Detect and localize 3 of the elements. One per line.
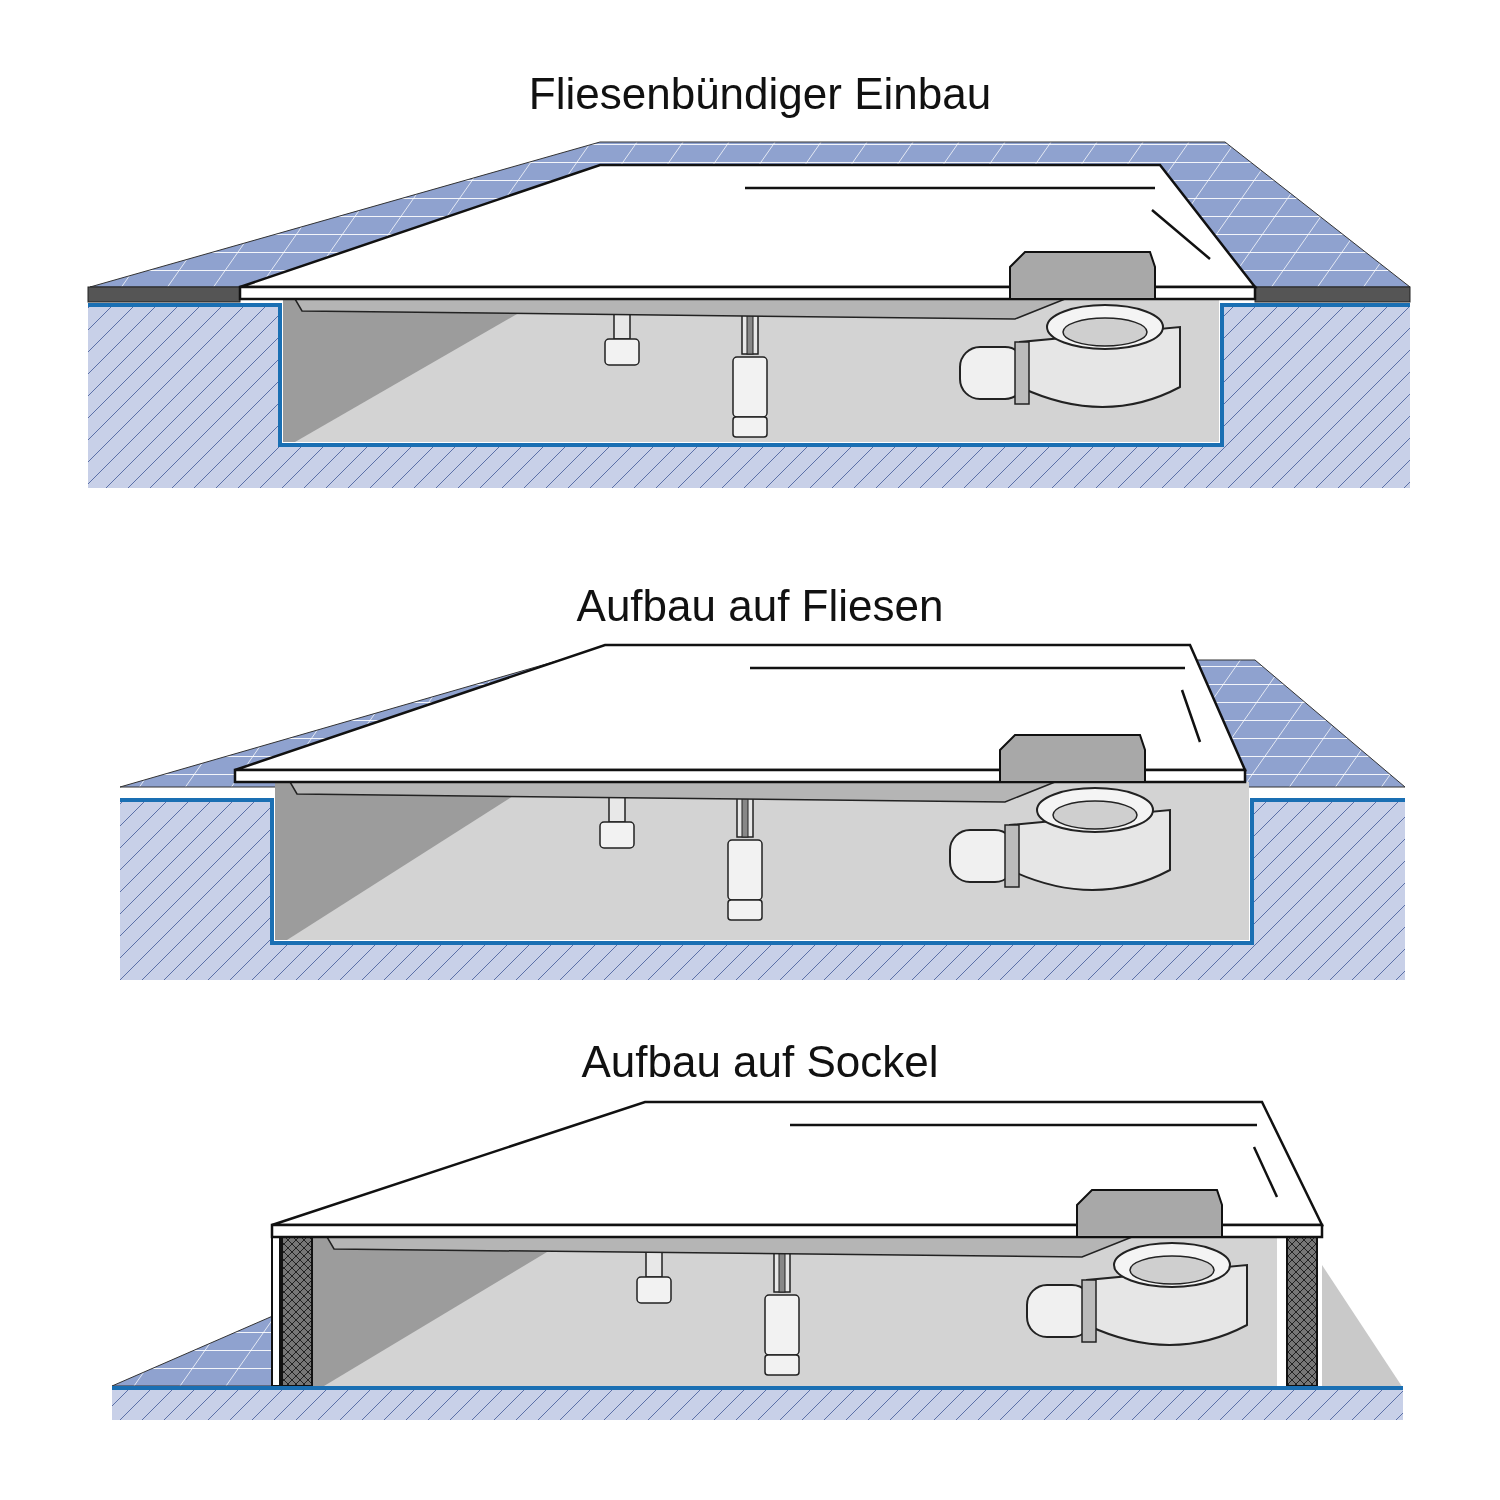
section-heading: Aufbau auf Fliesen [575,580,945,632]
section-heading: Fliesenbündiger Einbau [527,68,993,120]
section-heading: Aufbau auf Sockel [580,1036,940,1088]
